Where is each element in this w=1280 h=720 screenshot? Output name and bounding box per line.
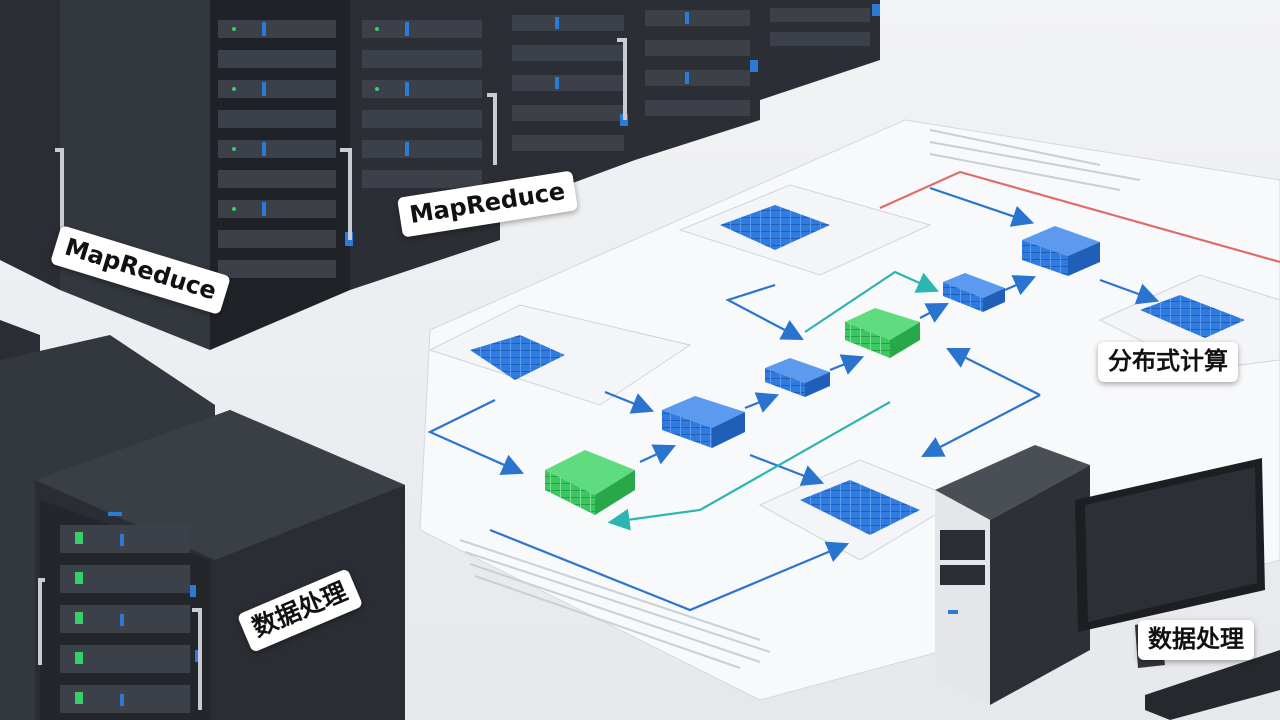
server-rack-group-bottom: [0, 320, 405, 720]
label-distributed-computing: 分布式计算: [1098, 342, 1238, 382]
data-block-blue: [662, 396, 745, 448]
keyboard: [1145, 650, 1280, 720]
data-block-blue: [943, 273, 1005, 312]
data-block-green: [845, 308, 920, 358]
data-block-blue: [1022, 226, 1100, 276]
label-data-processing-right: 数据处理: [1138, 620, 1254, 660]
data-block-green: [545, 450, 635, 515]
flow-arrows: [427, 170, 1280, 612]
diagram-panel: [678, 184, 932, 276]
diagram-panel: [428, 304, 692, 406]
desktop-pc: [935, 445, 1090, 705]
data-block-blue: [765, 358, 830, 397]
